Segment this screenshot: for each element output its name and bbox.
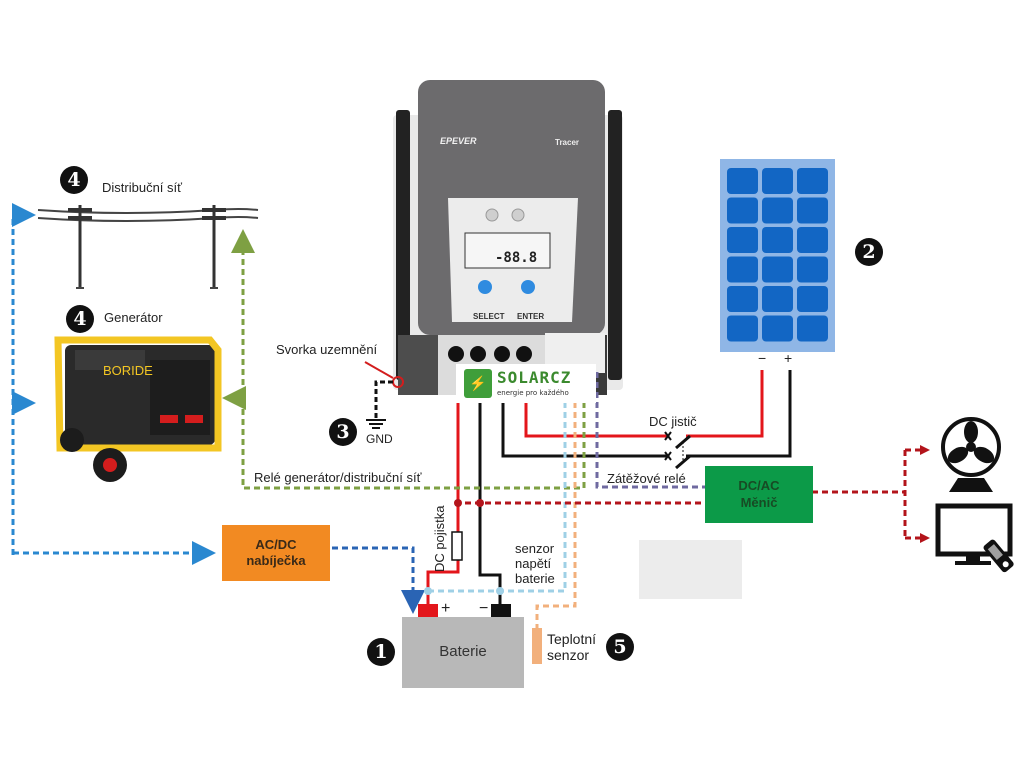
solar-cell bbox=[797, 168, 828, 194]
label-battery-minus: − bbox=[479, 600, 489, 617]
solar-panel-icon bbox=[720, 159, 835, 352]
solar-cell bbox=[797, 227, 828, 253]
logo-name: SOLARCZ bbox=[497, 368, 572, 387]
blank-placeholder bbox=[639, 540, 742, 599]
badge-solar-panel: 2 bbox=[855, 238, 883, 266]
ground-icon bbox=[366, 380, 393, 429]
grid-feed-line bbox=[11, 203, 36, 555]
battery-box: Baterie bbox=[402, 617, 524, 688]
solar-cell bbox=[727, 227, 758, 253]
label-grid: Distribuční síť bbox=[102, 180, 183, 195]
select-button-label: SELECT bbox=[473, 312, 505, 321]
badge-temperature-sensor: 5 bbox=[606, 633, 634, 661]
dc-breaker-icon bbox=[664, 431, 691, 470]
solar-cell bbox=[762, 197, 793, 224]
voltage-sensor-line-2: napětí bbox=[515, 555, 552, 571]
solar-cell bbox=[762, 315, 793, 342]
label-ground-terminal: Svorka uzemnění bbox=[276, 342, 378, 357]
solar-cell bbox=[762, 286, 793, 312]
dc-ac-inverter-box: DC/AC Měnič bbox=[705, 466, 813, 523]
label-voltage-sensor: senzor napětí baterie bbox=[515, 541, 555, 587]
charger-output-line bbox=[332, 546, 425, 614]
voltage-sensor-line-3: baterie bbox=[515, 570, 555, 586]
relay-generator-grid-line bbox=[231, 229, 586, 490]
badge-generator: 4 bbox=[66, 305, 94, 333]
label-gnd: GND bbox=[366, 432, 393, 446]
generator-icon: BORIDE bbox=[54, 336, 222, 482]
label-relay-generator-grid: Relé generátor/distribuční síť bbox=[254, 470, 422, 485]
voltage-sensor-line-1: senzor bbox=[515, 541, 555, 556]
solar-cell bbox=[727, 168, 758, 194]
logo-slogan: energie pro každého bbox=[497, 389, 569, 397]
ac-load-line bbox=[812, 448, 922, 540]
tv-icon bbox=[935, 503, 1014, 573]
controller-model: Tracer bbox=[555, 138, 580, 147]
badge-grid: 4 bbox=[60, 166, 88, 194]
fan-icon bbox=[941, 417, 1001, 492]
solar-cell bbox=[727, 315, 758, 342]
badge-ground: 3 bbox=[329, 418, 357, 446]
temperature-sensor-line-2: senzor bbox=[547, 647, 590, 664]
temperature-sensor-line-1: Teplotní bbox=[547, 631, 597, 647]
enter-button-label: ENTER bbox=[517, 312, 545, 321]
solar-cell bbox=[762, 256, 793, 283]
temperature-sensor-probe bbox=[532, 628, 542, 664]
solar-cell bbox=[762, 227, 793, 253]
charge-controller: -88.8 bbox=[392, 80, 623, 395]
dc-fuse-icon bbox=[451, 531, 463, 561]
solar-cell bbox=[797, 286, 828, 312]
badge-battery: 1 bbox=[367, 638, 395, 666]
load-relay-line bbox=[595, 372, 705, 489]
solar-cell bbox=[797, 315, 828, 342]
solar-cell bbox=[727, 286, 758, 312]
solar-cell bbox=[797, 197, 828, 224]
fan-arrow bbox=[920, 445, 930, 455]
solar-cell bbox=[727, 197, 758, 224]
label-dc-breaker: DC jistič bbox=[649, 414, 697, 429]
charger-line-2: nabíječka bbox=[246, 553, 306, 568]
lcd-readout: -88.8 bbox=[495, 250, 537, 266]
label-generator: Generátor bbox=[104, 310, 163, 325]
battery-negative-terminal bbox=[491, 604, 511, 617]
solar-cell bbox=[797, 256, 828, 283]
ac-dc-charger-box: AC/DC nabíječka bbox=[222, 525, 330, 581]
label-temperature-sensor: Teplotní senzor bbox=[547, 631, 596, 663]
charger-line-1: AC/DC bbox=[255, 536, 297, 552]
solar-cell bbox=[762, 168, 793, 194]
solar-cell bbox=[727, 256, 758, 283]
voltage-sensor-line bbox=[427, 372, 567, 593]
solarcz-logo: ⚡ SOLARCZ energie pro každého bbox=[456, 364, 596, 403]
battery-positive-terminal bbox=[418, 604, 438, 617]
temperature-sensor-line bbox=[535, 372, 577, 628]
inverter-line-1: DC/AC bbox=[738, 478, 780, 494]
plug-icon: ⚡ bbox=[464, 369, 492, 398]
label-dc-fuse: DC pojistka bbox=[432, 505, 447, 572]
generator-brand: BORIDE bbox=[103, 363, 153, 378]
tv-arrow bbox=[920, 533, 930, 543]
ground-pointer-arrow bbox=[364, 361, 394, 379]
controller-brand: EPEVER bbox=[440, 136, 477, 146]
label-load-relay: Zátěžové relé bbox=[607, 471, 686, 486]
label-panel-plus: + bbox=[784, 350, 793, 366]
label-battery-plus: + bbox=[441, 600, 451, 617]
power-grid-icon bbox=[37, 205, 259, 289]
inverter-line-2: Měnič bbox=[740, 494, 778, 510]
label-panel-minus: − bbox=[758, 350, 767, 366]
